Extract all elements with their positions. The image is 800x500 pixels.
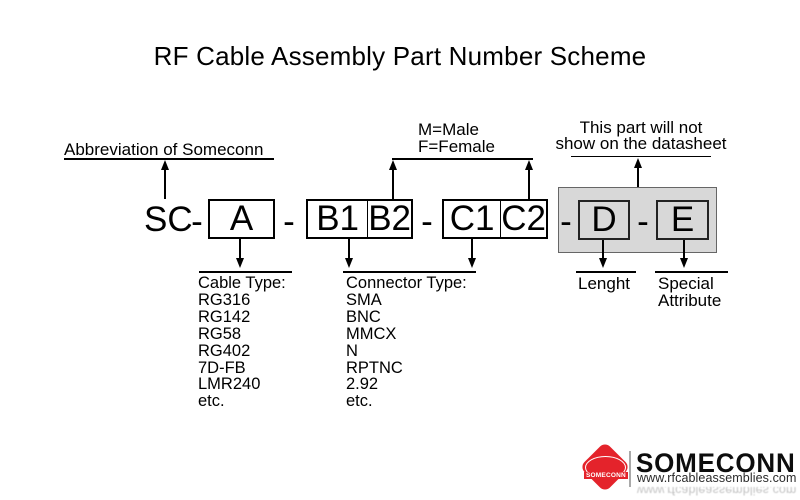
abbreviation-arrow-line — [164, 165, 166, 199]
separator-dash: - — [560, 202, 572, 241]
special-arrow-line — [683, 240, 685, 259]
gender-arrow-line-b2 — [392, 165, 394, 199]
scheme-prefix: SC — [144, 200, 193, 239]
segment-c2-label: C2 — [501, 199, 546, 238]
connector-type-list: Connector Type: SMA BNC MMCX N RPTNC 2.9… — [346, 275, 467, 410]
abbreviation-label: Abbreviation of Someconn — [64, 140, 264, 159]
connector-type-heading: Connector Type: — [346, 274, 467, 292]
segment-b1-cell: B1 — [308, 199, 367, 238]
segment-c1-label: C1 — [449, 199, 495, 238]
segment-a-label: A — [229, 199, 254, 238]
cable-overline — [199, 271, 292, 273]
list-item: RG402 — [198, 341, 251, 360]
special-line1: Special — [658, 274, 714, 293]
hidden-part-shaded-area — [558, 187, 717, 253]
datasheet-note-line1: This part will not — [579, 118, 703, 137]
special-line2: Attribute — [658, 291, 722, 310]
segment-b2-label: B2 — [368, 199, 411, 238]
connector-arrow-line-b1 — [348, 239, 350, 259]
datasheet-note: This part will not show on the datasheet — [552, 118, 730, 153]
segment-c1-cell: C1 — [444, 199, 500, 238]
list-item: LMR240 — [198, 375, 261, 394]
cable-arrow-line — [239, 238, 241, 259]
separator-dash: - — [637, 202, 649, 241]
cable-type-list: Cable Type: RG316 RG142 RG58 RG402 7D-FB… — [198, 275, 286, 410]
logo-website-url: www.rfcableassemblies.com — [637, 472, 797, 485]
arrowhead-down — [344, 258, 353, 268]
separator-dash: - — [191, 202, 203, 241]
segment-box-a: A — [208, 199, 275, 239]
special-attribute-label: Special Attribute — [658, 275, 721, 309]
gender-label: M=Male F=Female — [418, 121, 495, 155]
list-item: etc. — [346, 392, 373, 411]
arrowhead-up — [633, 158, 642, 168]
logo-wordmark: SOMECONN — [636, 446, 796, 479]
list-item: N — [346, 341, 358, 360]
website-text: www.rfcableassemblies.com — [637, 471, 797, 485]
datasheet-arrow-line — [637, 164, 639, 187]
segment-c2-cell: C2 — [500, 199, 546, 238]
connector-arrow-line-c1 — [471, 239, 473, 259]
separator-dash: - — [421, 202, 433, 241]
list-item: RG58 — [198, 324, 242, 343]
segment-e-label: E — [670, 200, 695, 239]
website-reflection-text: www.rfcableassemblies.com — [637, 487, 797, 496]
list-item: BNC — [346, 307, 381, 326]
length-arrow-line — [602, 240, 604, 259]
list-item: 2.92 — [346, 375, 379, 394]
list-item: 7D-FB — [198, 358, 246, 377]
list-item: RG316 — [198, 290, 251, 309]
segment-box-c: C1 C2 — [442, 199, 548, 239]
arrowhead-down — [679, 258, 688, 268]
segment-box-e: E — [656, 200, 709, 240]
logo-reflection: www.rfcableassemblies.com — [637, 487, 797, 496]
list-item: RPTNC — [346, 358, 403, 377]
list-item: SMA — [346, 290, 382, 309]
length-label: Lenght — [578, 274, 630, 293]
page-title: RF Cable Assembly Part Number Scheme — [153, 41, 647, 71]
list-item: RG142 — [198, 307, 251, 326]
gender-line1: M=Male — [418, 120, 479, 139]
connector-overline — [343, 271, 476, 273]
segment-box-b: B1 B2 — [306, 199, 413, 239]
datasheet-note-line2: show on the datasheet — [555, 133, 727, 153]
segment-b1-label: B1 — [316, 199, 359, 238]
separator-dash: - — [283, 202, 295, 241]
gender-bracket-line — [392, 158, 533, 160]
abbreviation-underline — [64, 158, 274, 160]
logo-divider — [629, 451, 631, 487]
arrowhead-down — [598, 258, 607, 268]
gender-arrow-line-c2 — [528, 165, 530, 199]
special-overline — [655, 271, 728, 273]
list-item: etc. — [198, 392, 225, 411]
logo-badge-text-wrap: SOMECONN — [584, 464, 628, 482]
length-overline — [576, 271, 636, 273]
segment-d-label: D — [591, 200, 617, 239]
arrowhead-down — [235, 258, 244, 268]
logo-badge-text: SOMECONN — [584, 471, 628, 479]
segment-box-d: D — [578, 200, 630, 240]
cable-type-heading: Cable Type: — [198, 274, 286, 292]
segment-b2-cell: B2 — [367, 199, 411, 238]
arrowhead-down — [467, 258, 476, 268]
gender-line2: F=Female — [418, 137, 495, 156]
datasheet-underline — [571, 155, 711, 158]
list-item: MMCX — [346, 324, 397, 343]
